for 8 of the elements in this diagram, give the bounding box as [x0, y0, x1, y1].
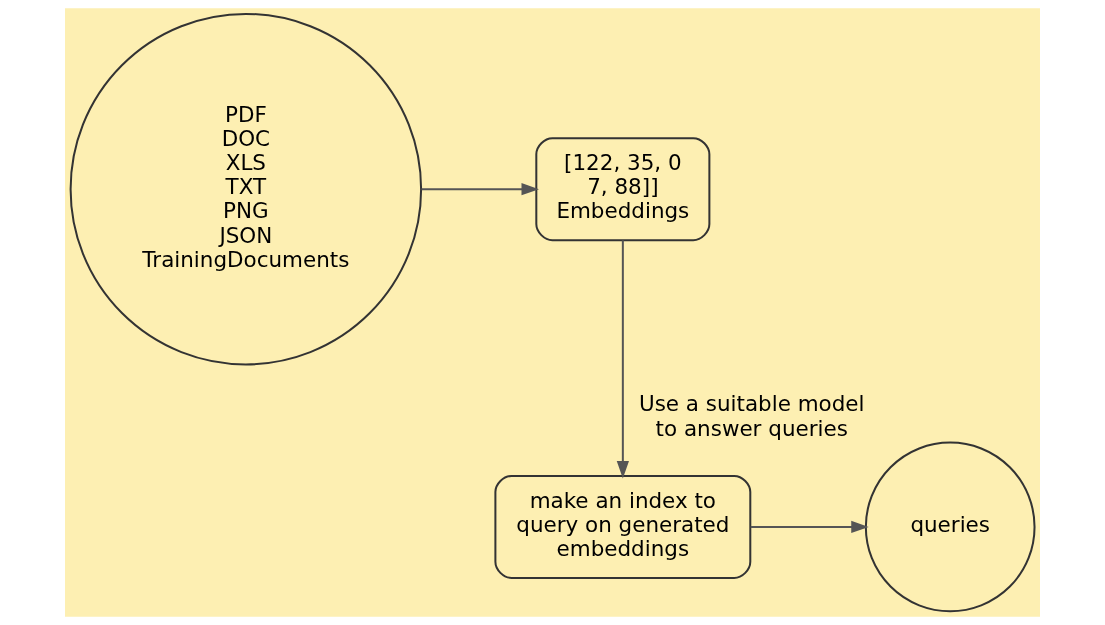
- node-circle: PDF DOC XLS TXT PNG JSON TrainingDocuments: [69, 12, 423, 366]
- arrow: [750, 520, 869, 533]
- node-box: [122, 35, 0 7, 88]] Embeddings: [535, 137, 711, 242]
- arrow: [421, 183, 539, 196]
- node-label: Use a suitable model to answer queries: [638, 391, 865, 441]
- arrow: [616, 240, 629, 479]
- node-box: make an index to query on generated embeddings: [494, 474, 752, 579]
- node-circle: queries: [864, 441, 1036, 613]
